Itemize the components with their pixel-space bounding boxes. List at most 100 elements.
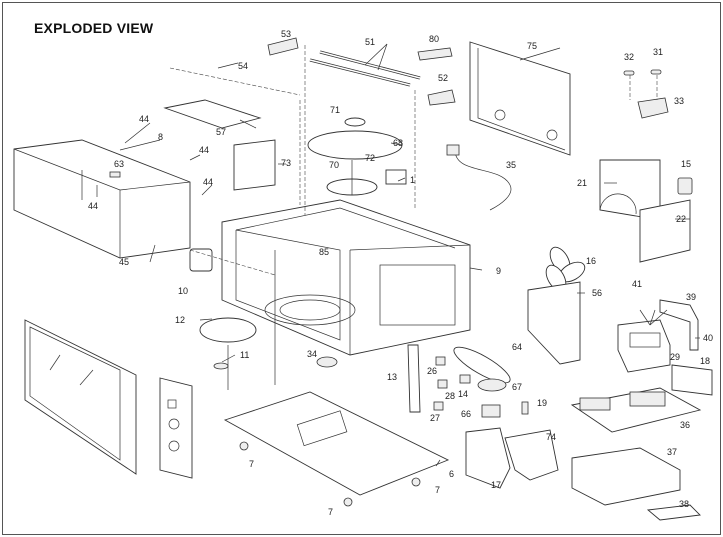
label-64: 64 <box>512 342 522 352</box>
label-37: 37 <box>667 447 677 457</box>
switch-26 <box>435 356 446 366</box>
label-29: 29 <box>670 352 680 362</box>
label-9: 9 <box>496 266 501 276</box>
label-68: 68 <box>393 138 403 148</box>
label-16: 16 <box>586 256 596 266</box>
label-38: 38 <box>679 499 689 509</box>
motor-66 <box>481 404 501 418</box>
label-34: 34 <box>307 349 317 359</box>
switch-27 <box>433 401 444 411</box>
label-80: 80 <box>429 34 439 44</box>
bracket-small <box>646 504 701 521</box>
label-18: 18 <box>700 356 710 366</box>
label-26: 26 <box>427 366 437 376</box>
roller-ring <box>199 317 257 343</box>
switch-bracket <box>504 429 559 481</box>
top-plate <box>163 99 262 129</box>
fan-housing <box>599 159 691 263</box>
label-15: 15 <box>681 159 691 169</box>
cooling-fan <box>545 246 586 292</box>
label-6: 6 <box>449 469 454 479</box>
label-32: 32 <box>624 52 634 62</box>
fuse-19 <box>521 401 529 415</box>
label-75: 75 <box>527 41 537 51</box>
label-85: 85 <box>319 247 329 257</box>
turntable-motor <box>316 356 338 368</box>
pin-54 <box>217 62 239 69</box>
leader-lines <box>96 43 700 467</box>
label-39: 39 <box>686 292 696 302</box>
label-19: 19 <box>537 398 547 408</box>
latch-bracket <box>465 427 511 489</box>
label-53: 53 <box>281 29 291 39</box>
label-8: 8 <box>158 132 163 142</box>
bracket-80 <box>417 47 453 61</box>
label-7c: 7 <box>328 507 333 517</box>
label-14: 14 <box>458 389 468 399</box>
label-56: 56 <box>592 288 602 298</box>
door-latch <box>407 344 421 413</box>
label-71: 71 <box>330 105 340 115</box>
label-40: 40 <box>703 333 713 343</box>
label-1: 1 <box>410 175 415 185</box>
label-52: 52 <box>438 73 448 83</box>
label-44c: 44 <box>203 177 213 187</box>
part-labels: 53 51 80 75 32 31 54 52 33 71 44 57 8 68… <box>88 29 713 517</box>
power-plug <box>446 144 460 156</box>
hv-cover <box>671 364 713 396</box>
oven-cavity <box>221 199 471 356</box>
back-panel <box>469 41 571 156</box>
label-67: 67 <box>512 382 522 392</box>
label-12: 12 <box>175 315 185 325</box>
control-panel <box>159 377 193 479</box>
label-7a: 7 <box>249 459 254 469</box>
heater-cover <box>233 139 276 191</box>
convection-assembly <box>307 117 403 196</box>
label-54: 54 <box>238 61 248 71</box>
switch-14 <box>459 374 471 384</box>
label-70: 70 <box>329 160 339 170</box>
label-44a: 44 <box>139 114 149 124</box>
inverter-board <box>570 387 702 433</box>
magnetron <box>617 319 671 373</box>
base-plate <box>223 391 450 496</box>
label-45: 45 <box>119 257 129 267</box>
label-74: 74 <box>546 432 556 442</box>
waveguide-cover <box>527 281 581 365</box>
label-27: 27 <box>430 413 440 423</box>
thermostat <box>677 177 693 195</box>
label-7b: 7 <box>435 485 440 495</box>
label-36: 36 <box>680 420 690 430</box>
label-28: 28 <box>445 391 455 401</box>
label-44b: 44 <box>199 145 209 155</box>
waveguide-cover-plate <box>189 248 213 272</box>
label-66: 66 <box>461 409 471 419</box>
diagram-title: EXPLODED VIEW <box>34 20 154 36</box>
lamp-31 <box>650 69 662 75</box>
mica-plate <box>385 169 407 185</box>
label-10: 10 <box>178 286 188 296</box>
foot <box>343 497 353 507</box>
label-21: 21 <box>577 178 587 188</box>
label-63: 63 <box>114 159 124 169</box>
lamp-32 <box>623 70 635 76</box>
label-31: 31 <box>653 47 663 57</box>
motor-rotor <box>477 378 507 392</box>
label-44d: 44 <box>88 201 98 211</box>
foot <box>411 477 421 487</box>
label-13: 13 <box>387 372 397 382</box>
terminal-board <box>637 97 669 119</box>
label-72: 72 <box>365 153 375 163</box>
hinge-bracket-52 <box>427 89 456 106</box>
belt <box>453 346 511 384</box>
label-41: 41 <box>632 279 642 289</box>
label-57: 57 <box>216 127 226 137</box>
label-35: 35 <box>506 160 516 170</box>
label-11: 11 <box>240 350 249 360</box>
heater-rods <box>309 50 421 87</box>
door <box>24 319 137 475</box>
hinge-bracket-53 <box>267 37 299 56</box>
switch-28 <box>437 379 448 389</box>
label-33: 33 <box>674 96 684 106</box>
